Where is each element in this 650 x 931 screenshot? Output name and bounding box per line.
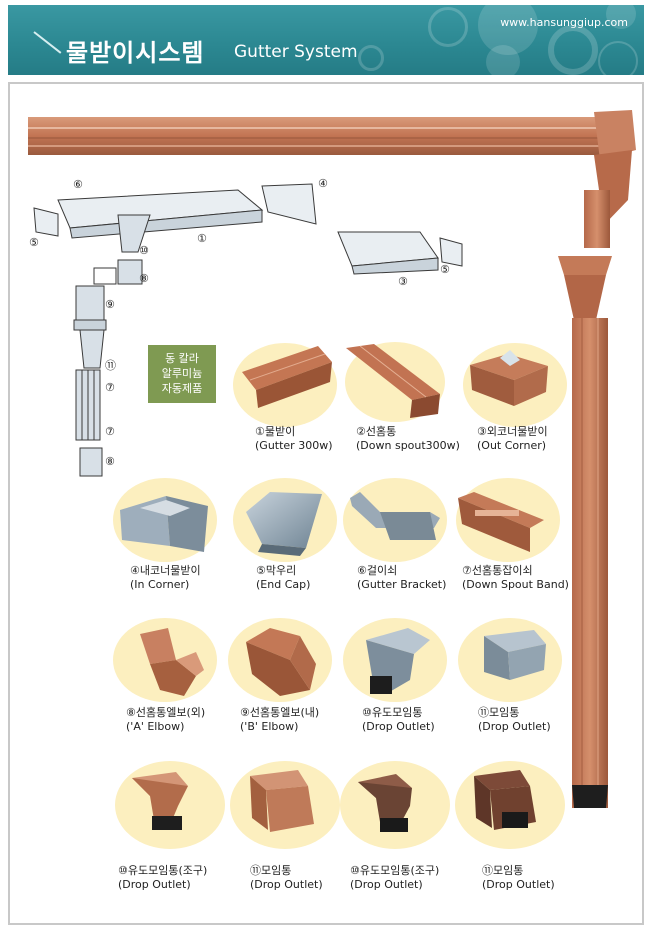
product-dark-drop-outlet-icon bbox=[340, 761, 450, 849]
gutter-corner-head bbox=[584, 110, 636, 248]
site-url: www.hansunggiup.com bbox=[500, 16, 628, 29]
caption-kr: ④내코너물받이 bbox=[130, 564, 201, 577]
page-title: 물받이시스템 bbox=[66, 39, 205, 67]
caption-en: (Gutter Bracket) bbox=[357, 578, 447, 591]
caption-kr: ⑦선홈통잡이쇠 bbox=[462, 564, 533, 577]
caption-b-elbow: ⑨선홈통엘보(내) ('B' Elbow) bbox=[240, 706, 319, 734]
caption-gutter-bracket: ⑥걸이쇠 (Gutter Bracket) bbox=[357, 564, 446, 592]
diagram-label-5b: ⑤ bbox=[440, 263, 450, 276]
diagram-label-1: ① bbox=[197, 232, 207, 245]
caption-drop-outlet: ⑩유도모임통 (Drop Outlet) bbox=[362, 706, 435, 734]
product-down-spout-icon bbox=[345, 342, 445, 422]
page-header: 물받이시스템 Gutter System www.hansunggiup.com bbox=[8, 5, 644, 75]
caption-down-spout-band: ⑦선홈통잡이쇠 (Down Spout Band) bbox=[462, 564, 569, 592]
caption-kr: ⑪모임통 bbox=[250, 864, 292, 877]
caption-in-corner: ④내코너물받이 (In Corner) bbox=[130, 564, 201, 592]
caption-en: (Out Corner) bbox=[477, 439, 547, 452]
caption-kr: ⑩유도모임통 bbox=[362, 706, 423, 719]
main-gutter bbox=[28, 117, 600, 155]
caption-a-elbow: ⑧선홈통엘보(외) ('A' Elbow) bbox=[126, 706, 205, 734]
product-down-spout-band-icon bbox=[456, 478, 560, 562]
product-drop-outlet-icon bbox=[343, 618, 447, 702]
caption-en: (Drop Outlet) bbox=[118, 878, 191, 891]
note-line: 알루미늄 bbox=[161, 367, 203, 380]
page-subtitle: Gutter System bbox=[234, 42, 358, 62]
diagram-label-8b: ⑧ bbox=[105, 455, 115, 468]
decor-circle bbox=[428, 7, 468, 47]
diagram-label-7: ⑦ bbox=[105, 381, 115, 394]
caption-en: (Down spout300w) bbox=[356, 439, 460, 452]
caption-out-corner: ③외코너물받이 (Out Corner) bbox=[477, 425, 548, 453]
caption-kr: ⑨선홈통엘보(내) bbox=[240, 706, 320, 719]
diagram-label-3: ③ bbox=[398, 275, 408, 288]
caption-kr: ⑪모임통 bbox=[478, 706, 520, 719]
product-copper-outlet-icon bbox=[230, 761, 340, 849]
product-end-cap-icon bbox=[233, 478, 337, 562]
caption-kr: ①물받이 bbox=[255, 425, 296, 438]
caption-end-cap: ⑤막우리 (End Cap) bbox=[256, 564, 310, 592]
decor-circle bbox=[598, 41, 638, 75]
product-gutter-icon bbox=[233, 343, 337, 427]
caption-copper-outlet: ⑪모임통 (Drop Outlet) bbox=[250, 864, 323, 892]
product-a-elbow-icon bbox=[113, 618, 217, 702]
caption-en: (Drop Outlet) bbox=[350, 878, 423, 891]
caption-kr: ③외코너물받이 bbox=[477, 425, 548, 438]
exploded-diagram bbox=[33, 183, 463, 477]
caption-kr: ⑤막우리 bbox=[256, 564, 297, 577]
caption-kr: ⑩유도모임통(조구) bbox=[350, 864, 440, 877]
caption-en: ('B' Elbow) bbox=[240, 720, 299, 733]
caption-gutter: ①물받이 (Gutter 300w) bbox=[255, 425, 332, 453]
caption-kr: ⑧선홈통엘보(외) bbox=[126, 706, 206, 719]
diagram-label-10: ⑩ bbox=[139, 244, 149, 257]
caption-kr: ⑪모임통 bbox=[482, 864, 524, 877]
caption-en: (Down Spout Band) bbox=[462, 578, 569, 591]
caption-en: (Drop Outlet) bbox=[250, 878, 323, 891]
caption-dark-drop-outlet: ⑩유도모임통(조구) (Drop Outlet) bbox=[350, 864, 439, 892]
caption-kr: ⑩유도모임통(조구) bbox=[118, 864, 208, 877]
decor-circle bbox=[548, 25, 598, 75]
diagram-label-4: ④ bbox=[318, 177, 328, 190]
decor-circle bbox=[486, 45, 520, 75]
product-gutter-bracket-icon bbox=[343, 478, 447, 562]
diagram-label-6: ⑥ bbox=[73, 178, 83, 191]
caption-copper-drop-outlet: ⑩유도모임통(조구) (Drop Outlet) bbox=[118, 864, 207, 892]
product-out-corner-icon bbox=[463, 343, 567, 427]
caption-en: (Drop Outlet) bbox=[362, 720, 435, 733]
diagram-label-5: ⑤ bbox=[29, 236, 39, 249]
diagram-label-8: ⑧ bbox=[139, 272, 149, 285]
note-line: 동 칼라 bbox=[165, 352, 199, 365]
caption-down-spout: ②선홈통 (Down spout300w) bbox=[356, 425, 460, 453]
diagram-label-9: ⑨ bbox=[105, 298, 115, 311]
product-dark-outlet-icon bbox=[455, 761, 565, 849]
decor-circle bbox=[358, 45, 384, 71]
down-spout bbox=[558, 256, 612, 808]
caption-en: (End Cap) bbox=[256, 578, 311, 591]
caption-kr: ⑥걸이쇠 bbox=[357, 564, 398, 577]
product-drop-outlet-icon bbox=[458, 618, 562, 702]
caption-en: (Drop Outlet) bbox=[478, 720, 551, 733]
caption-dark-outlet: ⑪모임통 (Drop Outlet) bbox=[482, 864, 555, 892]
diagram-label-11: ⑪ bbox=[105, 359, 116, 372]
caption-kr: ②선홈통 bbox=[356, 425, 397, 438]
decor-circle bbox=[478, 5, 538, 55]
caption-outlet: ⑪모임통 (Drop Outlet) bbox=[478, 706, 551, 734]
product-b-elbow-icon bbox=[228, 618, 332, 702]
product-note-box: 동 칼라 알루미늄 자동제품 bbox=[148, 345, 216, 403]
note-line: 자동제품 bbox=[161, 382, 203, 395]
product-in-corner-icon bbox=[113, 478, 217, 562]
product-copper-drop-outlet-icon bbox=[115, 761, 225, 849]
caption-en: (Gutter 300w) bbox=[255, 439, 333, 452]
decor-circle bbox=[606, 5, 636, 29]
caption-en: (In Corner) bbox=[130, 578, 190, 591]
diagram-label-7b: ⑦ bbox=[105, 425, 115, 438]
caption-en: (Drop Outlet) bbox=[482, 878, 555, 891]
caption-en: ('A' Elbow) bbox=[126, 720, 185, 733]
